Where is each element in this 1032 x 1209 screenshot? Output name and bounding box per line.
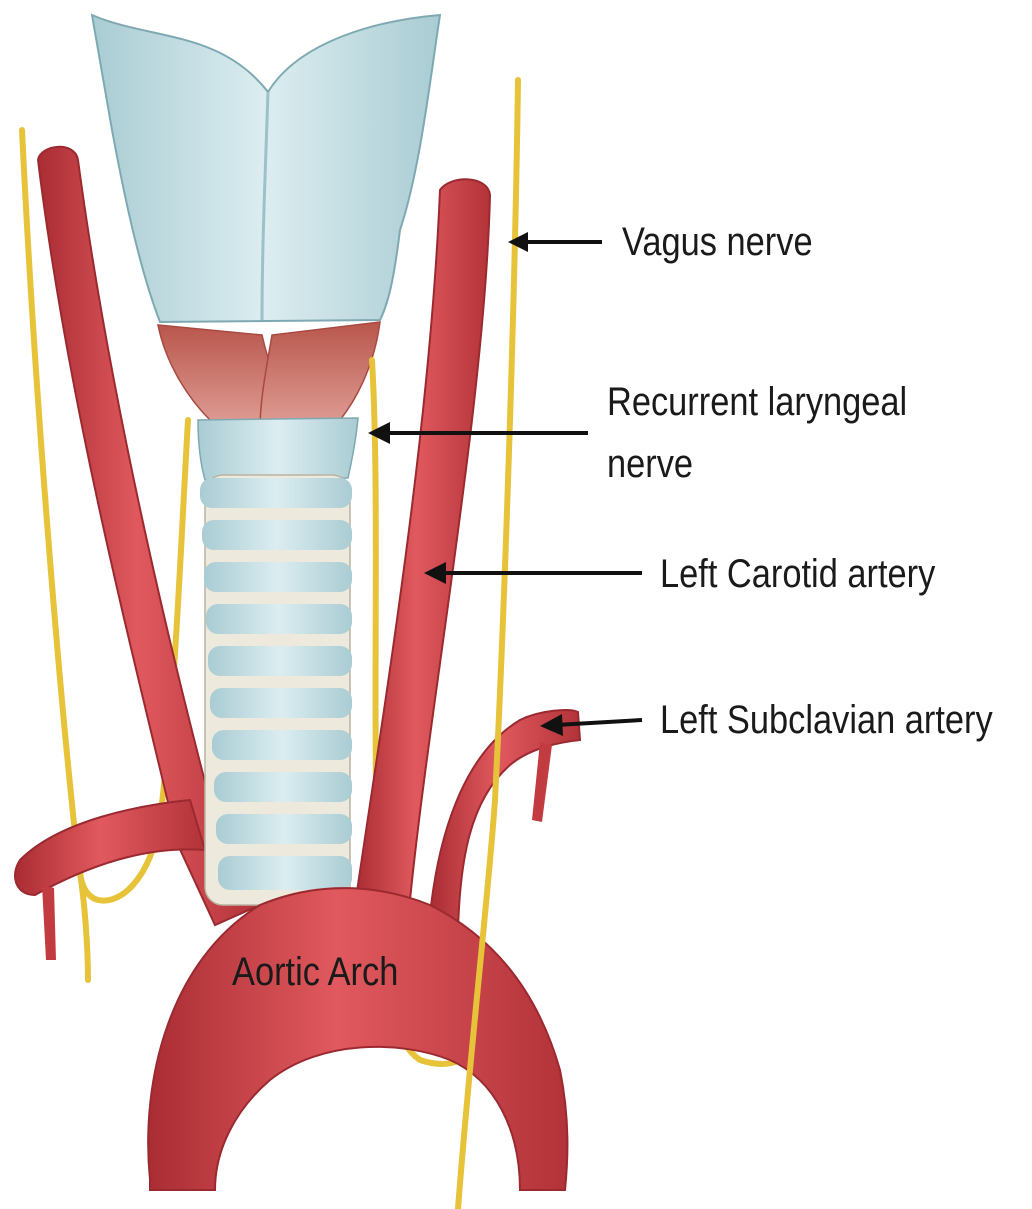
left-subclavian-label: Left Subclavian artery — [660, 694, 993, 746]
recurrent-laryngeal-label-line1: Recurrent laryngeal — [607, 376, 907, 428]
recurrent-laryngeal-label-line2: nerve — [607, 438, 693, 490]
left-subclavian-artery — [430, 710, 580, 930]
arrow-vagus — [508, 232, 602, 252]
arrow-recurrent-laryngeal — [368, 422, 588, 444]
right-subclavian-artery — [15, 800, 205, 895]
aortic-arch-label: Aortic Arch — [232, 946, 398, 998]
arrow-left-carotid — [424, 562, 642, 584]
left-carotid-label: Left Carotid artery — [660, 548, 935, 600]
cricoid-cartilage — [198, 418, 358, 480]
trachea — [200, 475, 352, 905]
aortic-arch — [148, 888, 567, 1190]
vagus-nerve-label: Vagus nerve — [622, 216, 813, 268]
